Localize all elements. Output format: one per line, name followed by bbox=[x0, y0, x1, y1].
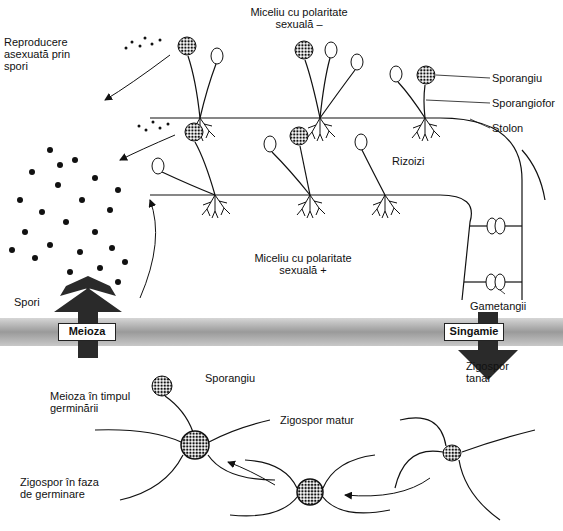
part-label: Stolon bbox=[492, 122, 562, 134]
process-label-box: Singamie bbox=[444, 323, 504, 341]
part-label: Sporangiofor bbox=[492, 97, 562, 109]
part-label: Reproducere asexuată prin spori bbox=[4, 36, 76, 72]
process-label-box: Meioza bbox=[58, 323, 116, 341]
part-label: Sporangiu bbox=[205, 372, 275, 384]
part-label: Meioza în timpul germinării bbox=[50, 390, 162, 414]
part-label: Spori bbox=[14, 296, 64, 308]
part-label: Zigospor matur bbox=[280, 414, 380, 426]
part-label: Sporangiu bbox=[492, 72, 562, 84]
box-text: Meioza bbox=[59, 324, 115, 338]
part-label: Rizoizi bbox=[392, 155, 452, 167]
part-label: Gametangii bbox=[470, 300, 560, 312]
part-label: Zigospor în faza de germinare bbox=[20, 476, 100, 500]
part-label: Miceliu cu polaritate sexuală – bbox=[240, 6, 358, 30]
box-text: Singamie bbox=[445, 324, 503, 338]
part-label: Miceliu cu polaritate sexuală + bbox=[244, 252, 362, 276]
part-label: Zigospor tanar bbox=[466, 360, 526, 384]
